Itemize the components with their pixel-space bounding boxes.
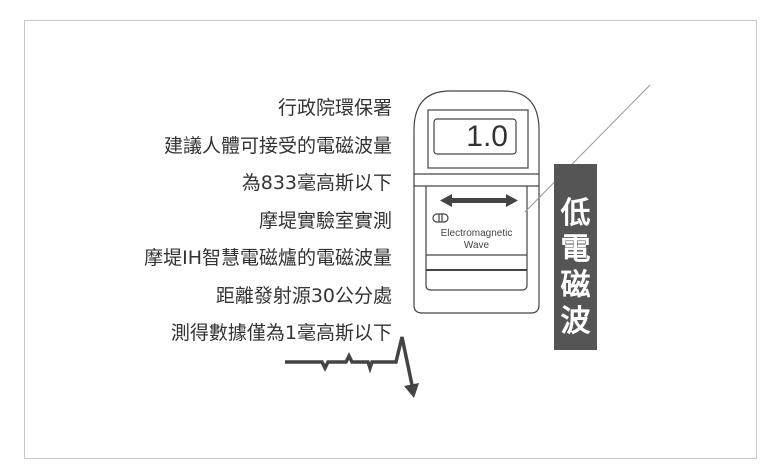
label-char: 磁 xyxy=(560,268,591,303)
text-line: 建議人體可接受的電磁波量 xyxy=(163,134,392,157)
label-char: 低 xyxy=(560,196,591,231)
meter-reading: 1.0 xyxy=(466,120,508,153)
description-text: 行政院環保署 建議人體可接受的電磁波量 為833毫高斯以下 摩堤實驗室實測 摩堤… xyxy=(144,94,392,357)
meter-label: Electromagnetic Wave xyxy=(426,228,527,252)
text-line: 行政院環保署 xyxy=(277,97,392,119)
low-emf-label: 低 電 磁 波 xyxy=(554,164,597,350)
meter-label-line: Wave xyxy=(463,240,490,251)
label-char: 電 xyxy=(560,232,591,267)
text-line: 距離發射源30公分處 xyxy=(215,284,392,307)
frame-border xyxy=(24,20,757,459)
text-line: 測得數據僅為1毫高斯以下 xyxy=(170,322,392,344)
double-arrow-icon xyxy=(440,194,518,207)
meter-label-line: Electromagnetic xyxy=(440,228,513,239)
arrow-head xyxy=(404,383,419,398)
label-char: 波 xyxy=(560,304,591,339)
text-line: 為833毫高斯以下 xyxy=(241,172,392,194)
waveform-arrow-icon xyxy=(285,336,414,386)
pointer-line xyxy=(524,84,651,213)
text-line: 摩堤實驗室實測 xyxy=(258,209,392,232)
text-line: 摩堤IH智慧電磁爐的電磁波量 xyxy=(144,247,392,269)
